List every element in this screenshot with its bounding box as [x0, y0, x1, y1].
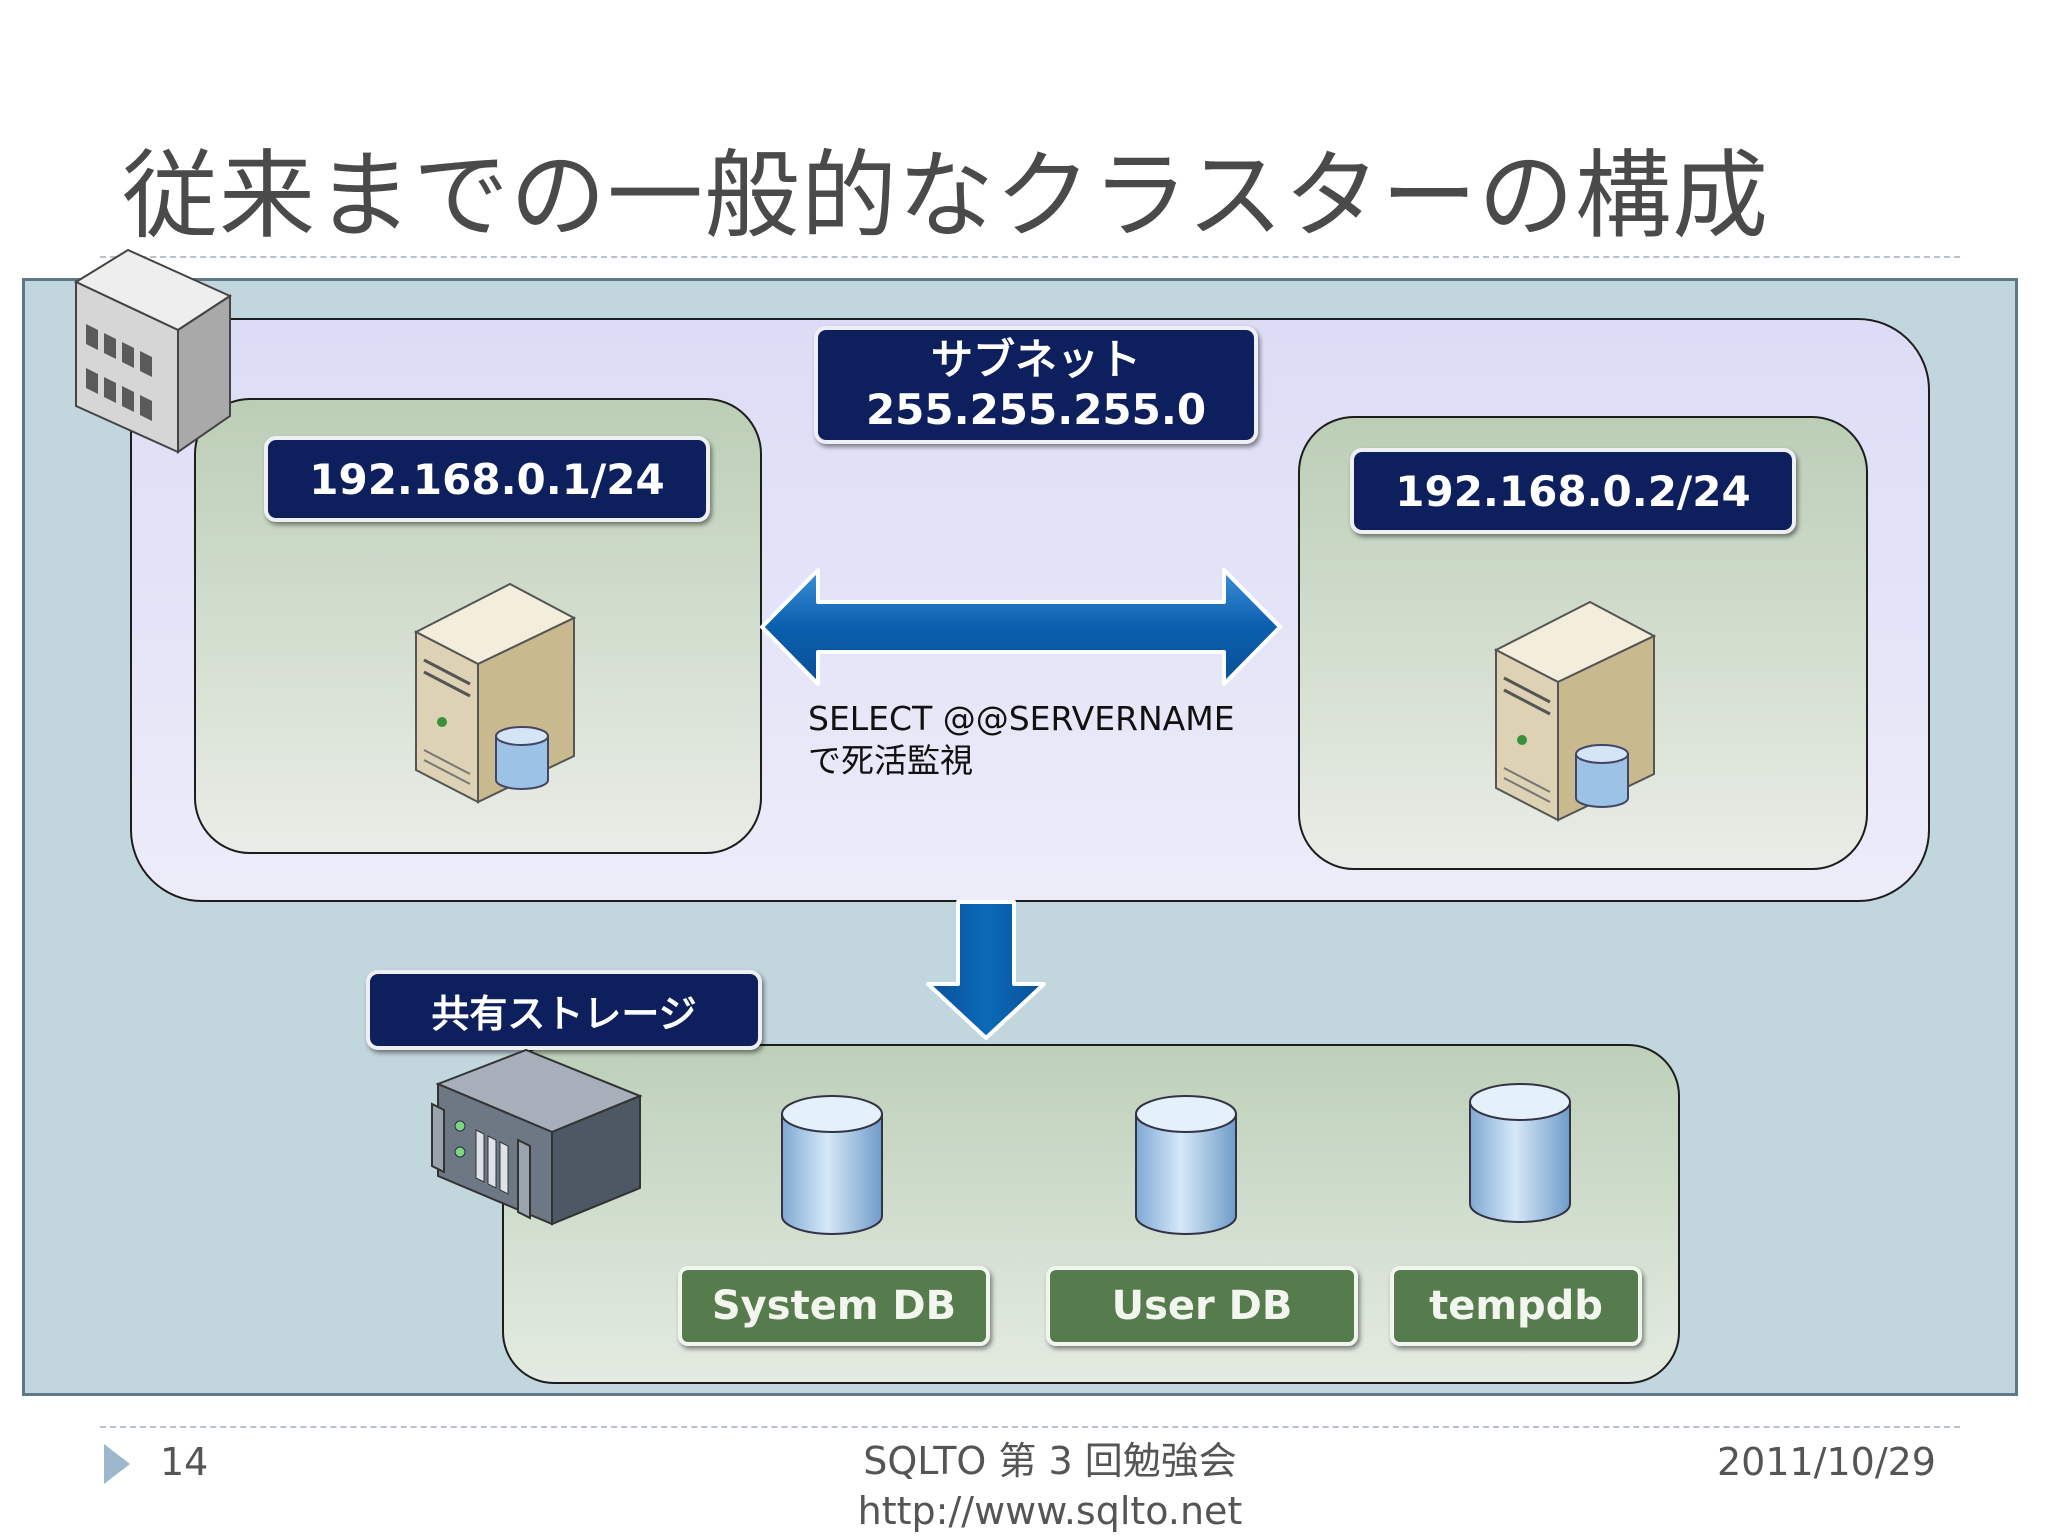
node-2-ip-label: 192.168.0.2/24	[1350, 448, 1796, 534]
slide-title: 従来までの一般的なクラスターの構成	[122, 140, 1770, 252]
title-divider	[100, 256, 1960, 258]
subnet-label: サブネット 255.255.255.0	[814, 326, 1258, 444]
server-icon	[1493, 600, 1657, 822]
building-icon	[73, 248, 233, 454]
footer-divider	[100, 1426, 1960, 1428]
subnet-mask: 255.255.255.0	[865, 385, 1207, 434]
subnet-name: サブネット	[930, 335, 1141, 384]
database-icon	[1135, 1095, 1237, 1235]
footer-event: SQLTO 第 3 回勉強会	[863, 1439, 1237, 1483]
footer-url: http://www.sqlto.net	[857, 1489, 1243, 1533]
database-icon	[1469, 1083, 1571, 1223]
footer-date: 2011/10/29	[1716, 1440, 1936, 1484]
database-icon	[781, 1095, 883, 1235]
heartbeat-caption: SELECT @@SERVERNAME で死活監視	[808, 698, 1235, 782]
server-icon	[413, 582, 577, 804]
footer-center: SQLTO 第 3 回勉強会 http://www.sqlto.net	[700, 1436, 1400, 1536]
heartbeat-query: SELECT @@SERVERNAME	[808, 699, 1235, 738]
storage-array-icon	[431, 1048, 643, 1226]
db-label-user: User DB	[1046, 1266, 1358, 1346]
page-number: 14	[160, 1440, 209, 1484]
heartbeat-description: で死活監視	[808, 741, 973, 780]
bullet-triangle-icon	[104, 1444, 130, 1484]
node-1-ip-label: 192.168.0.1/24	[264, 436, 710, 522]
double-arrow-icon	[760, 568, 1282, 686]
db-label-system: System DB	[678, 1266, 990, 1346]
shared-storage-label: 共有ストレージ	[366, 970, 762, 1050]
down-arrow-icon	[926, 900, 1046, 1040]
db-label-tempdb: tempdb	[1390, 1266, 1642, 1346]
